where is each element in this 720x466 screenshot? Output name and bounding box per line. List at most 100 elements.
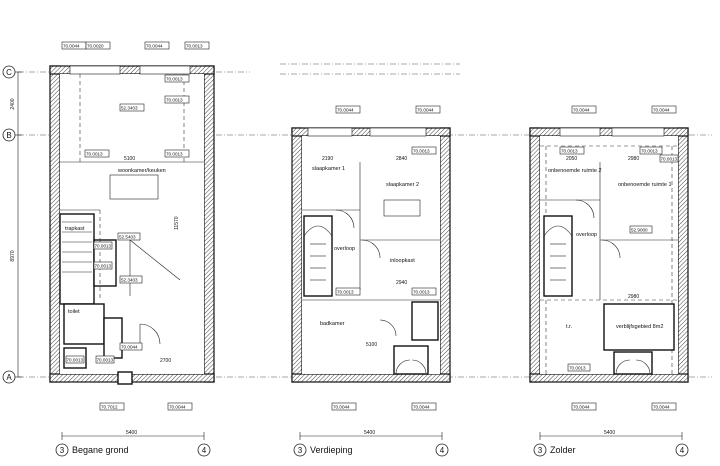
tag: 52.3403 <box>119 103 145 112</box>
wall-left <box>291 127 303 383</box>
wall-bottom <box>529 373 689 383</box>
tag: 70.0044 <box>61 41 87 50</box>
svg-text:70.0044: 70.0044 <box>337 108 354 113</box>
room-bed1: slaapkamer 1 <box>312 166 345 172</box>
axis-right: 4 <box>680 446 685 455</box>
dim-first-d: 5100 <box>366 342 377 348</box>
svg-text:70.0020: 70.0020 <box>87 44 104 49</box>
tag: 70.0044 <box>651 402 677 411</box>
tag: 70.0013 <box>164 149 190 158</box>
tag: 70.0013 <box>164 95 190 104</box>
dim-ground-bottom: 2700 <box>160 358 171 364</box>
svg-text:70.0013: 70.0013 <box>186 44 203 49</box>
svg-text:70.0044: 70.0044 <box>653 108 670 113</box>
svg-text:52.5403: 52.5403 <box>119 235 136 240</box>
room-tr: t.r. <box>566 324 573 330</box>
view-footer-1: 5400 3 4 Verdieping <box>293 430 449 457</box>
svg-text:70.0044: 70.0044 <box>413 405 430 410</box>
tag: 70.0044 <box>411 402 437 411</box>
grid-marker-c: C <box>2 65 16 79</box>
dim-ground-depth: 11570 <box>174 216 180 230</box>
svg-text:70.0044: 70.0044 <box>146 44 163 49</box>
toilet-room <box>63 303 105 345</box>
tag: 70.0013 <box>411 287 437 296</box>
tag: 70.0044 <box>571 105 597 114</box>
dim-first-c: 2940 <box>396 280 407 286</box>
dim-first-a: 2190 <box>322 156 333 162</box>
view-footer-2: 5400 3 4 Zolder <box>533 430 689 457</box>
tag: 70.0044 <box>651 105 677 114</box>
svg-text:70.0013: 70.0013 <box>86 152 103 157</box>
grid-marker-a: A <box>2 370 16 384</box>
dim-top: 2400 <box>10 98 16 109</box>
svg-text:52.9000: 52.9000 <box>631 228 648 233</box>
left-dimension: 2400 8970 <box>10 71 22 378</box>
svg-text:70.0013: 70.0013 <box>413 149 430 154</box>
tag: 70.0044 <box>144 41 170 50</box>
tag: 70.0013 <box>184 41 210 50</box>
tag: 70.0044 <box>415 105 441 114</box>
tag: 52.3403 <box>119 275 143 284</box>
room-landing: overloop <box>576 232 597 238</box>
svg-text:A: A <box>6 373 12 382</box>
tag: 70.0044 <box>119 342 143 351</box>
svg-text:70.0044: 70.0044 <box>63 44 80 49</box>
svg-text:70.0013: 70.0013 <box>569 366 586 371</box>
svg-text:70.0013: 70.0013 <box>337 290 354 295</box>
tag: 70.0013 <box>559 146 585 155</box>
grid-marker-b: B <box>2 128 16 142</box>
svg-text:70.7012: 70.7012 <box>101 405 118 410</box>
tag: 70.0013 <box>639 146 663 155</box>
wall-left <box>49 65 61 383</box>
svg-text:52.3403: 52.3403 <box>121 278 138 283</box>
room-landing: overloop <box>334 246 355 252</box>
tag: 52.5403 <box>117 232 141 241</box>
tag: 70.0044 <box>335 105 361 114</box>
dim-ground-top: 5100 <box>124 156 135 162</box>
svg-text:70.0013: 70.0013 <box>97 358 114 363</box>
svg-text:70.0044: 70.0044 <box>573 108 590 113</box>
stair <box>303 215 333 297</box>
tag: 70.0013 <box>65 355 85 364</box>
svg-text:52.3403: 52.3403 <box>121 106 138 111</box>
room-bath: badkamer <box>320 321 345 327</box>
wall-right <box>439 127 451 383</box>
svg-text:70.0013: 70.0013 <box>166 98 183 103</box>
room-living: woonkamer/keuken <box>117 168 166 174</box>
dim-main: 8970 <box>10 250 16 261</box>
svg-text:70.0013: 70.0013 <box>95 264 112 269</box>
svg-text:70.0044: 70.0044 <box>121 345 138 350</box>
svg-text:70.0013: 70.0013 <box>641 149 658 154</box>
tag: 70.0013 <box>164 74 190 83</box>
svg-text:70.0013: 70.0013 <box>413 290 430 295</box>
tag: 70.7012 <box>99 402 125 411</box>
svg-text:70.0013: 70.0013 <box>166 77 183 82</box>
tag: 70.0013 <box>93 241 113 250</box>
svg-text:70.0013: 70.0013 <box>67 358 84 363</box>
plan-verdieping: slaapkamer 1 slaapkamer 2 overloop inloo… <box>291 105 451 411</box>
room-r2: onbenoemde ruimte 2 <box>548 168 602 174</box>
room-closet: inloopkast <box>390 258 415 264</box>
wall-left <box>529 127 541 383</box>
axis-left: 3 <box>60 446 65 455</box>
svg-text:70.0044: 70.0044 <box>417 108 434 113</box>
tag: 70.0013 <box>95 355 115 364</box>
axis-left: 3 <box>298 446 303 455</box>
tag: 70.0013 <box>93 261 113 270</box>
tag: 70.0044 <box>331 402 357 411</box>
svg-text:70.0044: 70.0044 <box>169 405 186 410</box>
svg-text:70.0013: 70.0013 <box>166 152 183 157</box>
tag: 70.0044 <box>571 402 597 411</box>
dim-attic-c: 2980 <box>628 294 639 300</box>
width-dim: 5400 <box>604 430 615 436</box>
width-dim: 5400 <box>126 430 137 436</box>
room-trapkast: trapkast <box>65 226 85 232</box>
svg-text:70.0013: 70.0013 <box>95 244 112 249</box>
tag: 52.9000 <box>629 225 653 234</box>
axis-right: 4 <box>440 446 445 455</box>
view-title: Verdieping <box>310 445 353 455</box>
wall-right <box>677 127 689 383</box>
view-footer-0: 5400 3 4 Begane grond <box>55 430 211 457</box>
